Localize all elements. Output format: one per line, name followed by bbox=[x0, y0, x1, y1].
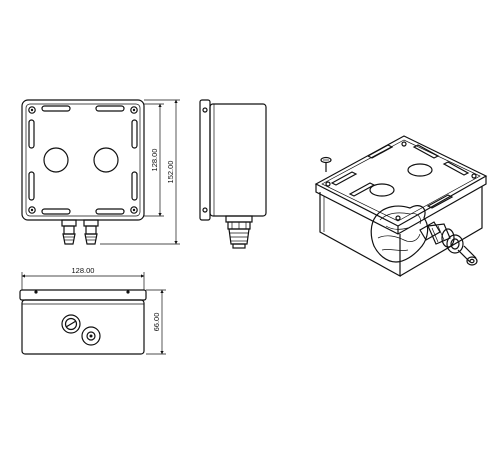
cable-gland-iso-icon bbox=[419, 221, 478, 266]
front-view: 128.00 66.00 bbox=[19, 266, 166, 355]
dim-front-width: 128.00 bbox=[72, 266, 95, 275]
side-view bbox=[199, 99, 267, 249]
cable-gland-front-icon bbox=[61, 314, 101, 346]
cable-gland-icon bbox=[225, 215, 253, 249]
dim-top-inner-height: 128.00 bbox=[150, 149, 159, 172]
dim-top-outer-height: 152.00 bbox=[166, 161, 175, 184]
cable-gland-icon bbox=[61, 219, 99, 245]
dim-front-height: 66.00 bbox=[152, 313, 161, 332]
corner-screw-icon bbox=[28, 106, 138, 214]
isometric-view bbox=[314, 135, 488, 278]
top-view: 128.00 152.00 bbox=[21, 99, 180, 245]
screw-icon bbox=[320, 156, 332, 172]
